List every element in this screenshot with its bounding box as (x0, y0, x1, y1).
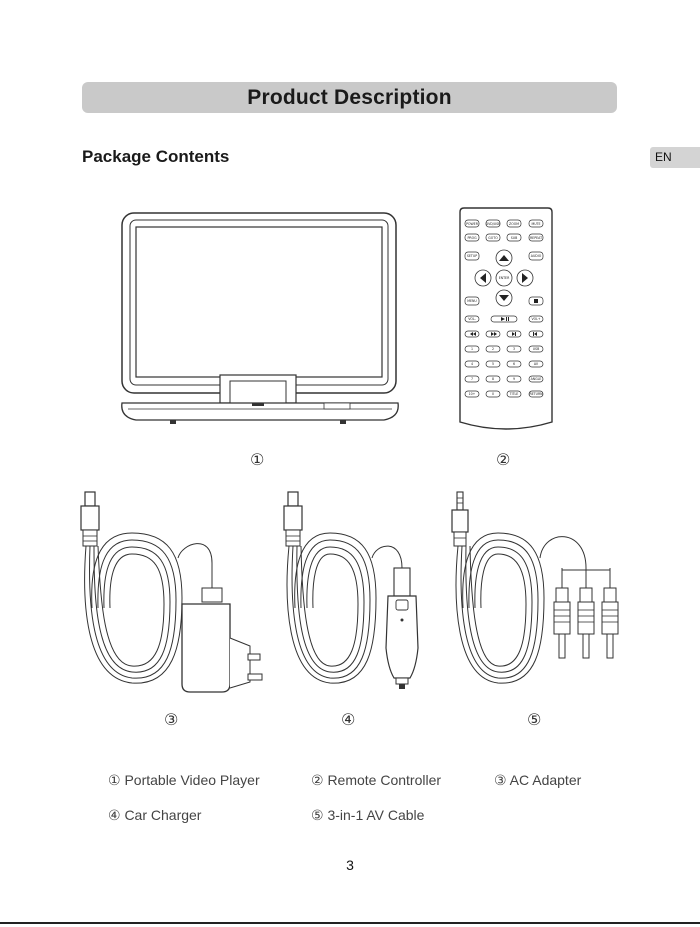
legend-item-car-charger: ④ Car Charger (108, 807, 201, 824)
svg-text:SUB: SUB (511, 236, 518, 240)
av-cable-illustration (448, 488, 623, 698)
title-bar: Product Description (82, 82, 617, 113)
svg-text:VOL-: VOL- (468, 317, 476, 321)
callout-3: ③ (164, 710, 178, 730)
page-number: 3 (0, 857, 700, 873)
svg-text:1: 1 (471, 347, 473, 351)
remote-controller-illustration: POWER DVD/USB ZOOM MUTE PROG GOTO SUB RE… (456, 206, 556, 434)
svg-text:POWER: POWER (466, 222, 479, 226)
ac-adapter-illustration (72, 488, 272, 698)
svg-text:10+: 10+ (469, 392, 476, 396)
svg-text:MENU: MENU (467, 299, 477, 303)
page-title: Product Description (247, 86, 452, 110)
svg-text:ENTER: ENTER (499, 276, 510, 280)
svg-text:ANGLE: ANGLE (531, 377, 542, 381)
svg-text:AUDIO: AUDIO (531, 254, 542, 258)
svg-text:5: 5 (492, 362, 494, 366)
callout-2: ② (496, 450, 510, 470)
svg-text:0: 0 (492, 392, 494, 396)
svg-text:MUTE: MUTE (531, 222, 540, 226)
language-tab: EN (650, 147, 700, 168)
callout-1: ① (250, 450, 264, 470)
svg-text:RETURN: RETURN (529, 392, 543, 396)
svg-text:6: 6 (513, 362, 515, 366)
svg-text:2: 2 (492, 347, 494, 351)
legend-item-ac-adapter: ③ AC Adapter (494, 772, 581, 789)
svg-text:9: 9 (513, 377, 515, 381)
svg-text:7: 7 (471, 377, 473, 381)
portable-video-player-illustration (118, 209, 402, 427)
callout-5: ⑤ (527, 710, 541, 730)
svg-text:GOTO: GOTO (488, 236, 498, 240)
svg-text:3: 3 (513, 347, 515, 351)
svg-text:TITLE: TITLE (509, 392, 519, 396)
legend-item-remote: ② Remote Controller (311, 772, 441, 789)
svg-text:8: 8 (492, 377, 494, 381)
section-title: Package Contents (82, 147, 229, 167)
svg-text:DVD/USB: DVD/USB (486, 222, 501, 226)
svg-text:REPEAT: REPEAT (530, 236, 542, 240)
footer-rule (0, 922, 700, 924)
legend-item-video-player: ① Portable Video Player (108, 772, 260, 789)
callout-4: ④ (341, 710, 355, 730)
svg-text:PROG: PROG (467, 236, 477, 240)
car-charger-illustration (280, 488, 430, 698)
svg-text:ZOOM: ZOOM (509, 222, 519, 226)
svg-text:4: 4 (471, 362, 473, 366)
svg-text:USB: USB (533, 347, 540, 351)
legend-item-av-cable: ⑤ 3-in-1 AV Cable (311, 807, 424, 824)
svg-text:VOL+: VOL+ (531, 317, 540, 321)
svg-text:SETUP: SETUP (467, 254, 477, 258)
